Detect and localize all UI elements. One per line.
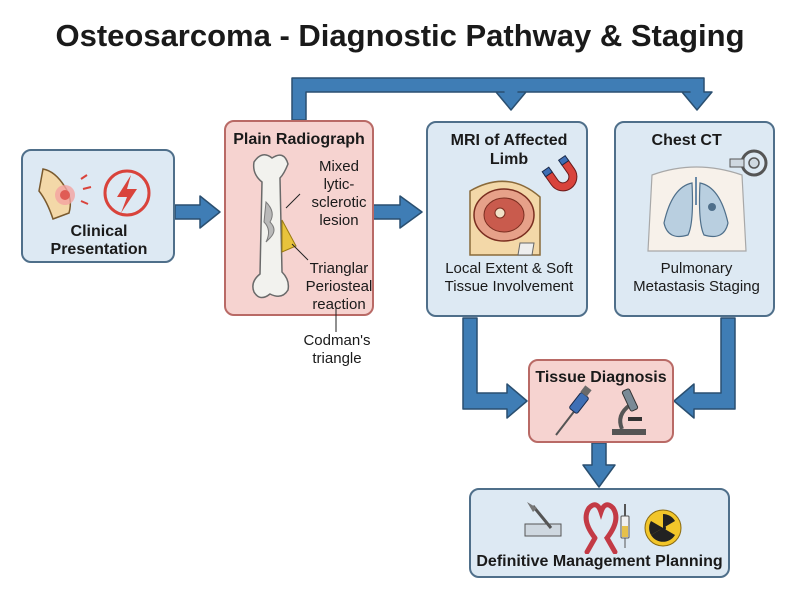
- femur-bone-icon: [252, 154, 297, 299]
- lytic-sclerotic-label: Mixed lytic-sclerotic lesion: [311, 158, 367, 229]
- tissue-diagnosis-title: Tissue Diagnosis: [535, 369, 667, 386]
- arrow-clinical-to-radiograph: [174, 195, 221, 229]
- lightning-icon: [103, 169, 151, 217]
- magnet-icon: [541, 154, 578, 192]
- mri-caption: Local Extent & Soft Tissue Involvement: [444, 260, 574, 295]
- syringe-icon: [620, 504, 630, 548]
- radiation-icon: [644, 509, 682, 547]
- arrow-tissue-to-management: [582, 442, 616, 488]
- tissue-diagnosis-node: Tissue Diagnosis: [528, 359, 674, 443]
- page-title: Osteosarcoma - Diagnostic Pathway & Stag…: [55, 18, 745, 53]
- chest-ct-title: Chest CT: [651, 132, 722, 149]
- management-planning-node: Definitive Management Planning: [469, 488, 730, 578]
- periosteal-reaction-label: Trianglar Periosteal reaction: [305, 260, 373, 313]
- knee-mri-icon: [469, 180, 541, 256]
- arrow-mri-to-tissue: [462, 317, 528, 419]
- biopsy-needle-icon: [555, 385, 592, 436]
- lungs-icon: [647, 166, 747, 252]
- scalpel-icon: [524, 502, 562, 537]
- plain-radiograph-title: Plain Radiograph: [233, 131, 365, 148]
- arrow-ct-to-tissue: [673, 317, 736, 419]
- plain-radiograph-node: Plain Radiograph Mixed lytic-sclerotic l…: [224, 120, 374, 316]
- management-planning-title: Definitive Management Planning: [476, 553, 723, 570]
- chest-ct-caption: Pulmonary Metastasis Staging: [633, 260, 760, 295]
- clinical-presentation-label: Clinical Presentation: [50, 223, 148, 258]
- arrow-top-branch: [291, 77, 713, 121]
- mri-title: MRI of Affected Limb: [450, 132, 568, 168]
- ct-scanner-icon: [729, 149, 768, 177]
- arrow-radiograph-to-mri: [372, 195, 423, 229]
- microscope-icon: [612, 388, 646, 435]
- chest-ct-node: Chest CT Pulmonary Metastasis Staging: [614, 121, 775, 317]
- mri-node: MRI of Affected Limb Local Extent & Soft…: [426, 121, 588, 317]
- codmans-triangle-label: Codman's triangle: [303, 332, 371, 367]
- clinical-presentation-node: Clinical Presentation: [21, 149, 175, 263]
- knee-pain-icon: [38, 168, 92, 220]
- awareness-ribbon-icon: [583, 502, 619, 554]
